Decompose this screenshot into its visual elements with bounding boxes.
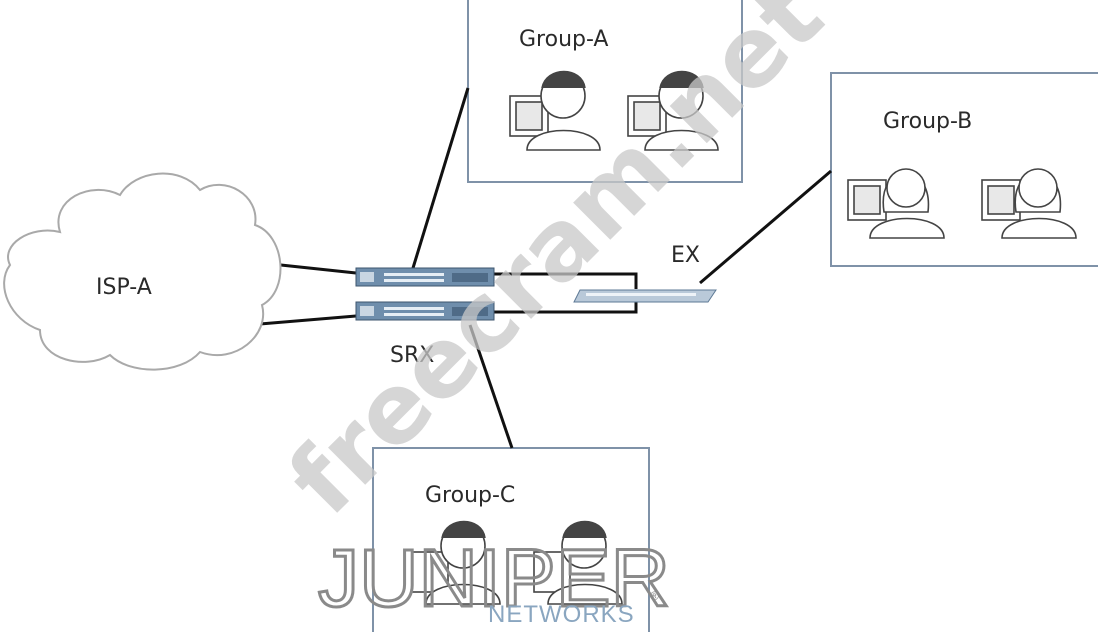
link-ex-group-b [699,169,832,285]
user-icon [847,168,945,239]
user-icon [509,70,601,151]
group-a-label: Group-A [519,27,608,52]
link-srx2-ex [494,302,638,314]
juniper-logo: JUNIPER NETWORKS ® [317,532,672,629]
srx-label: SRX [390,343,434,368]
logo-networks: NETWORKS [488,601,635,628]
ex-switch [573,289,717,303]
link-srx-group-a [411,87,470,269]
srx-device-bottom [355,301,495,321]
link-srx-group-c [468,324,514,449]
link-srx1-ex [494,272,638,289]
links [247,87,832,449]
logo-registered-mark: ® [650,589,659,603]
user-icon [981,168,1077,239]
isp-label: ISP-A [96,275,152,300]
user-icon [533,520,623,605]
srx-device-top [355,267,495,287]
ex-label: EX [671,243,700,268]
user-icon [627,70,719,151]
user-icon [411,520,501,605]
link-isp-srx2 [247,314,357,327]
logo-wordmark: JUNIPER [318,533,670,624]
group-c-label: Group-C [425,483,515,508]
isp-cloud [3,172,282,371]
group-b-label: Group-B [883,109,972,134]
